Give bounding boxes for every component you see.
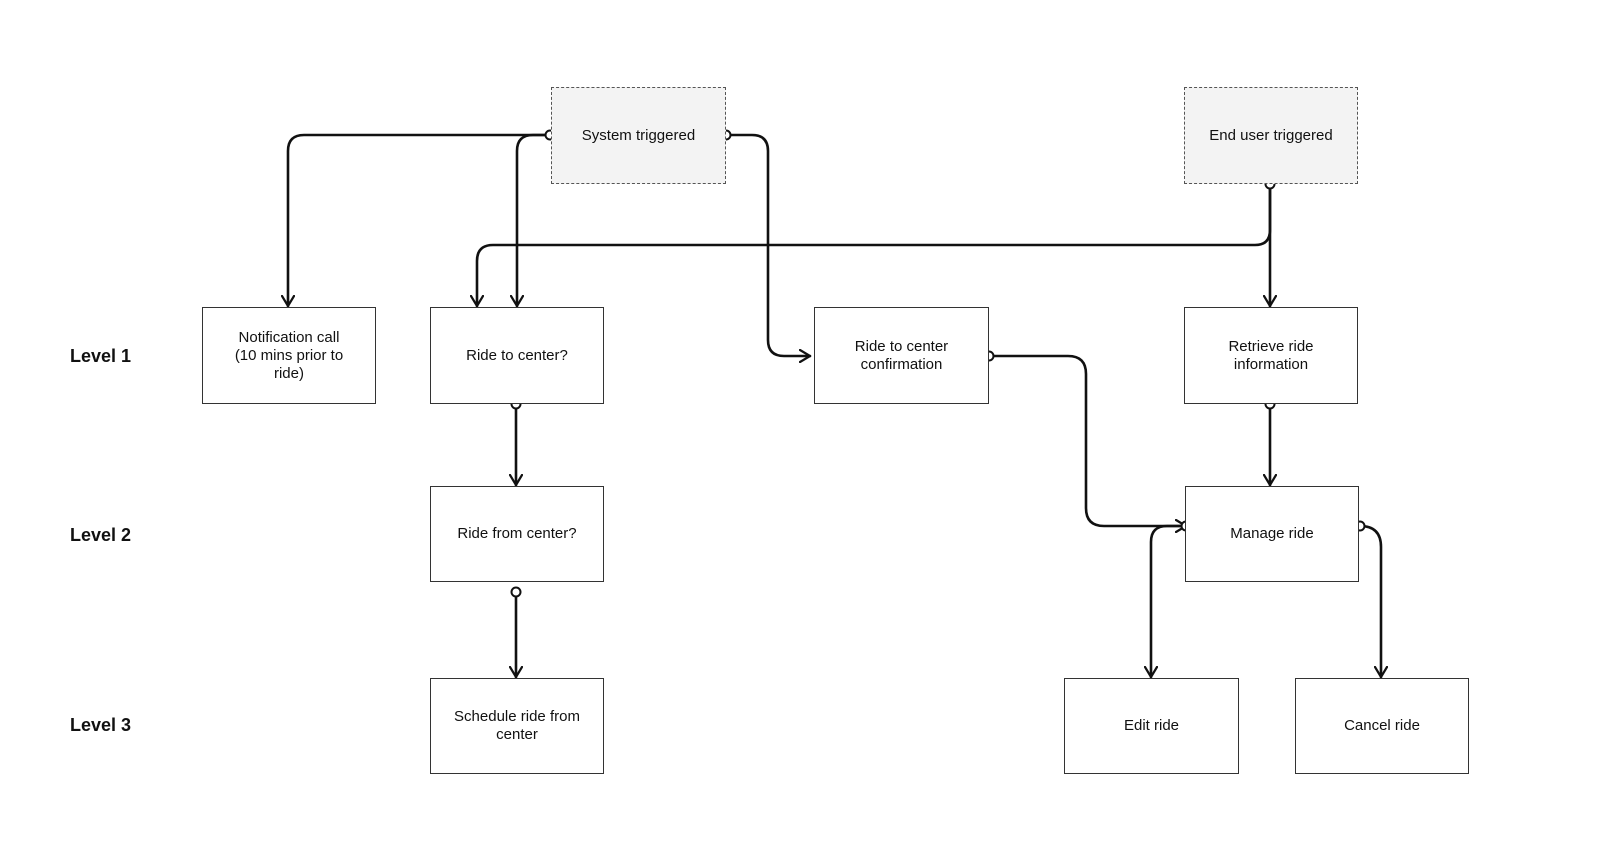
node-system-triggered[interactable]: System triggered bbox=[551, 87, 726, 184]
connector-system-to-notification bbox=[288, 133, 552, 308]
node-manage-ride[interactable]: Manage ride bbox=[1185, 486, 1359, 582]
node-system-triggered-label: System triggered bbox=[581, 126, 696, 144]
node-cancel-ride[interactable]: Cancel ride bbox=[1295, 678, 1469, 774]
node-retrieve-ride-information[interactable]: Retrieve ride information bbox=[1184, 307, 1358, 404]
node-ride-to-center-confirmation[interactable]: Ride to center confirmation bbox=[814, 307, 989, 404]
node-end-user-triggered-label: End user triggered bbox=[1209, 126, 1333, 144]
connector-manage-to-edit bbox=[1151, 524, 1188, 679]
node-notification-call-label: Notification call (10 mins prior to ride… bbox=[234, 328, 344, 382]
node-edit-ride[interactable]: Edit ride bbox=[1064, 678, 1239, 774]
node-ride-from-center[interactable]: Ride from center? bbox=[430, 486, 604, 582]
level-2-label: Level 2 bbox=[70, 525, 132, 545]
node-retrieve-ride-information-label: Retrieve ride information bbox=[1228, 337, 1314, 373]
node-ride-to-center-confirmation-label: Ride to center confirmation bbox=[854, 337, 949, 373]
port-ride-from-center-bottom bbox=[510, 586, 522, 598]
node-notification-call[interactable]: Notification call (10 mins prior to ride… bbox=[202, 307, 376, 404]
connector-confirmation-to-manage bbox=[987, 354, 1188, 526]
level-1-label: Level 1 bbox=[70, 346, 132, 366]
connector-enduser-to-ride-to-center bbox=[477, 182, 1272, 308]
connector-system-to-ride-to-center bbox=[517, 133, 552, 308]
node-ride-to-center-label: Ride to center? bbox=[466, 346, 568, 364]
node-ride-from-center-label: Ride from center? bbox=[457, 525, 577, 542]
node-ride-to-center[interactable]: Ride to center? bbox=[430, 307, 604, 404]
node-cancel-ride-label: Cancel ride bbox=[1344, 717, 1420, 734]
node-schedule-ride-from-center-label: Schedule ride from center bbox=[454, 708, 580, 743]
node-manage-ride-label: Manage ride bbox=[1230, 525, 1314, 542]
level-3-label: Level 3 bbox=[70, 715, 132, 735]
node-end-user-triggered[interactable]: End user triggered bbox=[1184, 87, 1358, 184]
connector-manage-to-cancel bbox=[1358, 524, 1381, 679]
node-schedule-ride-from-center[interactable]: Schedule ride from center bbox=[430, 678, 604, 774]
node-edit-ride-label: Edit ride bbox=[1123, 717, 1180, 734]
